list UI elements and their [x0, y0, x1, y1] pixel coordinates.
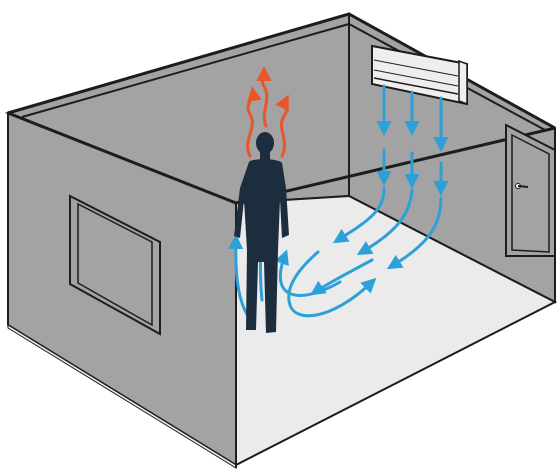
- warm-airflow-arrow-icon: [246, 66, 289, 158]
- cold-airflow-curve-1: [332, 186, 386, 244]
- front-top-edge: [7, 111, 237, 205]
- cold-airflow-arrow-icon: [228, 84, 449, 318]
- ceiling-rim: [7, 12, 556, 130]
- person-silhouette-icon: [234, 132, 289, 333]
- cold-airflow-curve-2: [356, 188, 414, 256]
- cold-airflow-rising-1: [228, 234, 250, 318]
- window-icon: [69, 194, 161, 336]
- warm-airflow-3: [275, 94, 289, 158]
- cold-airflow-floor-3: [274, 249, 342, 297]
- warm-airflow-2: [256, 66, 272, 128]
- door-icon: [505, 123, 556, 257]
- warm-airflow-1: [246, 86, 262, 158]
- cold-airflow-floor-2: [287, 250, 377, 318]
- ceiling-rim-inner: [21, 22, 546, 131]
- air-conditioner-icon: [371, 44, 468, 106]
- front-right-edge: [235, 126, 556, 205]
- cold-airflow-curve-3: [386, 196, 443, 270]
- cold-airflow-floor-1: [310, 258, 374, 296]
